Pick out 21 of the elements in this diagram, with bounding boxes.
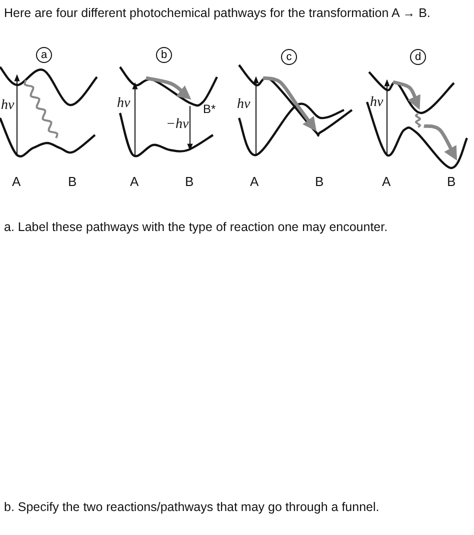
panel-letter: a [36,47,52,63]
axis-label: A [12,174,21,189]
axis-label: B [447,174,456,189]
panel-letter: d [410,49,426,65]
question-text: a. Label these pathways with the type of reaction one may encounter. [4,220,388,234]
formula-label: hν [1,98,14,114]
axis-label: B [315,174,324,189]
formula-label: hν [237,97,250,113]
axis-label: A [382,174,391,189]
axis-label: B [185,174,194,189]
heading: Here are four different photochemical pathways for the transformation A → B. [4,6,430,20]
formula-label: hν [370,95,384,111]
panel-letter: b [156,47,172,63]
formula-label: −hν [166,117,189,133]
formula-label: B* [203,102,216,116]
axis-label: B [68,174,77,189]
axis-label: A [250,174,259,189]
axis-label: A [130,174,139,189]
panel-letter: c [281,49,297,65]
formula-label: hν [117,96,130,112]
question-text: b. Specify the two reactions/pathways that may go through a funnel. [4,500,380,514]
